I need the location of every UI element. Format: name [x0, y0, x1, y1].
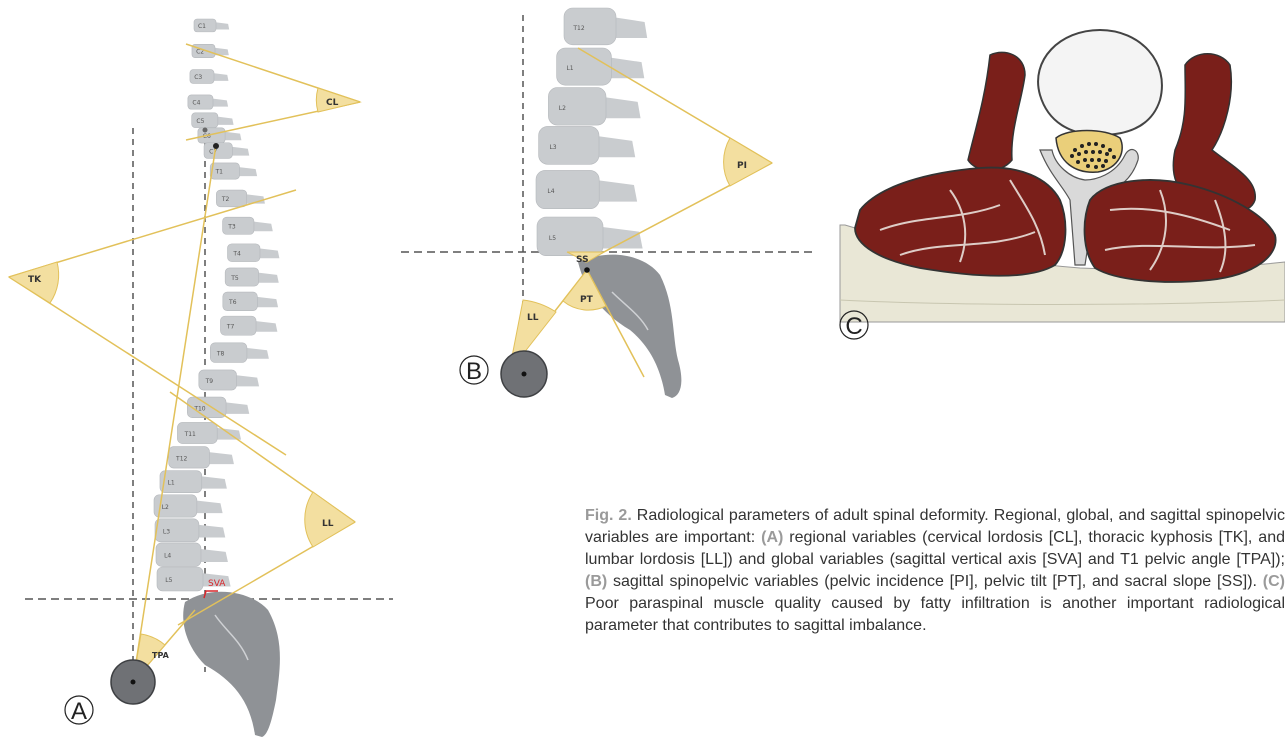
- nerve-root-dot: [1083, 158, 1087, 162]
- caption-panel-a-ref: (A): [761, 529, 783, 546]
- vertebra-body: [557, 48, 612, 85]
- vertebra-label: C5: [196, 118, 204, 125]
- vertebra-label: C4: [192, 100, 200, 107]
- vertebra-label: T6: [228, 299, 237, 306]
- c7-plumb-point: [203, 128, 208, 133]
- nerve-root-dot: [1101, 164, 1105, 168]
- caption-panel-c-ref: (C): [1263, 573, 1285, 590]
- vertebra-body: [539, 126, 599, 164]
- vertebra-label: L2: [162, 504, 169, 511]
- vertebra-body: [220, 316, 256, 335]
- vertebra-label: C3: [194, 74, 202, 81]
- vertebra-label: T7: [226, 324, 235, 331]
- nerve-root-dot: [1105, 152, 1109, 156]
- caption-text: sagittal spinopelvic variables (pelvic i…: [607, 573, 1263, 590]
- panel-b-letter: B: [466, 358, 482, 385]
- figure-caption: Fig. 2. Radiological parameters of adult…: [585, 505, 1285, 637]
- ll-angle-wedge: [724, 138, 772, 186]
- nerve-root-dot: [1101, 144, 1105, 148]
- nerve-root-dot: [1097, 158, 1101, 162]
- vertebra-body: [177, 422, 217, 443]
- nerve-root-dot: [1077, 152, 1081, 156]
- nerve-root-dot: [1080, 144, 1084, 148]
- vertebra-body: [223, 292, 258, 311]
- ll-angle-label: LL: [322, 519, 334, 529]
- spine-column: C1C2C3C4C5C6C7T1T2T3T4T5T6T7T8T9T10T11T1…: [154, 19, 279, 591]
- vertebra-label: L1: [167, 480, 174, 487]
- vertebra-label: T11: [184, 431, 196, 438]
- vertebra-body: [564, 8, 616, 45]
- nerve-root-dot: [1098, 150, 1102, 154]
- vertebra-body: [536, 170, 599, 208]
- nerve-root-dot: [1108, 148, 1112, 152]
- nerve-root-dot: [1073, 148, 1077, 152]
- sva-label: SVA: [208, 579, 226, 589]
- nerve-root-dot: [1070, 154, 1074, 158]
- vertebra-body: [548, 88, 606, 126]
- vertebra-label: L5: [165, 577, 172, 584]
- vertebra-label: C7: [209, 148, 217, 155]
- vertebral-body: [1038, 30, 1162, 135]
- femoral-head-center: [522, 372, 527, 377]
- vertebra-body: [157, 567, 203, 591]
- vertebra-label: T5: [230, 275, 239, 282]
- tpa-angle-label: TPA: [152, 651, 170, 660]
- pi-angle-label: PT: [580, 295, 594, 305]
- vertebra-body: [210, 343, 247, 363]
- caption-panel-b-ref: (B): [585, 573, 607, 590]
- nerve-root-dot: [1076, 160, 1080, 164]
- vertebra-label: T10: [193, 405, 205, 412]
- ll-angle-label: PI: [737, 161, 747, 171]
- vertebra-label: T2: [221, 196, 230, 203]
- vertebra-label: T9: [205, 378, 214, 385]
- vertebra-body: [156, 543, 201, 566]
- vertebra-label: T8: [216, 350, 225, 357]
- vertebra-label: C1: [198, 23, 206, 30]
- vertebra-body: [225, 268, 258, 286]
- panel-c-letter: C: [845, 313, 862, 340]
- vertebra-body: [537, 217, 603, 256]
- cl-angle-label: CL: [326, 98, 339, 108]
- sacrum-shape: [578, 255, 681, 398]
- vertebra-body: [160, 471, 202, 493]
- vertebra-label: L4: [164, 553, 171, 560]
- vertebra-label: L4: [547, 188, 554, 195]
- caption-figure-label: Fig. 2.: [585, 507, 632, 524]
- vertebra-label: T3: [227, 224, 236, 231]
- vertebra-label: L1: [566, 65, 573, 72]
- psoas-muscle-left: [968, 52, 1025, 170]
- vertebra-label: T12: [572, 25, 584, 32]
- nerve-root-dot: [1090, 158, 1094, 162]
- pt-angle-label: LL: [527, 313, 539, 323]
- nerve-root-dot: [1084, 150, 1088, 154]
- vertebra-body: [199, 370, 237, 390]
- panel-c: C: [840, 30, 1285, 340]
- vertebra-label: T4: [232, 250, 241, 257]
- vertebra-label: L3: [163, 528, 170, 535]
- panel-a: C1C2C3C4C5C6C7T1T2T3T4T5T6T7T8T9T10T11T1…: [9, 19, 393, 737]
- tk-angle-label: TK: [28, 275, 42, 285]
- femoral-head-center: [131, 680, 136, 685]
- vertebra-body: [169, 447, 210, 469]
- sacral-plate-center: [584, 267, 590, 273]
- nerve-root-dot: [1086, 164, 1090, 168]
- panel-a-letter: A: [71, 698, 87, 725]
- t1-center-point: [213, 143, 219, 149]
- nerve-root-dot: [1112, 155, 1116, 159]
- nerve-root-dot: [1087, 142, 1091, 146]
- nerve-root-dot: [1094, 165, 1098, 169]
- vertebra-label: T1: [214, 169, 223, 176]
- nerve-root-dot: [1091, 150, 1095, 154]
- vertebra-label: L2: [559, 105, 566, 112]
- caption-text: Poor paraspinal muscle quality caused by…: [585, 595, 1285, 634]
- vertebra-label: L5: [549, 235, 556, 242]
- vertebra-body: [155, 519, 199, 542]
- vertebra-label: L3: [549, 144, 556, 151]
- ss-angle-label: SS: [576, 255, 589, 265]
- nerve-root-dot: [1104, 159, 1108, 163]
- nerve-root-dot: [1094, 142, 1098, 146]
- vertebra-label: T12: [175, 455, 187, 462]
